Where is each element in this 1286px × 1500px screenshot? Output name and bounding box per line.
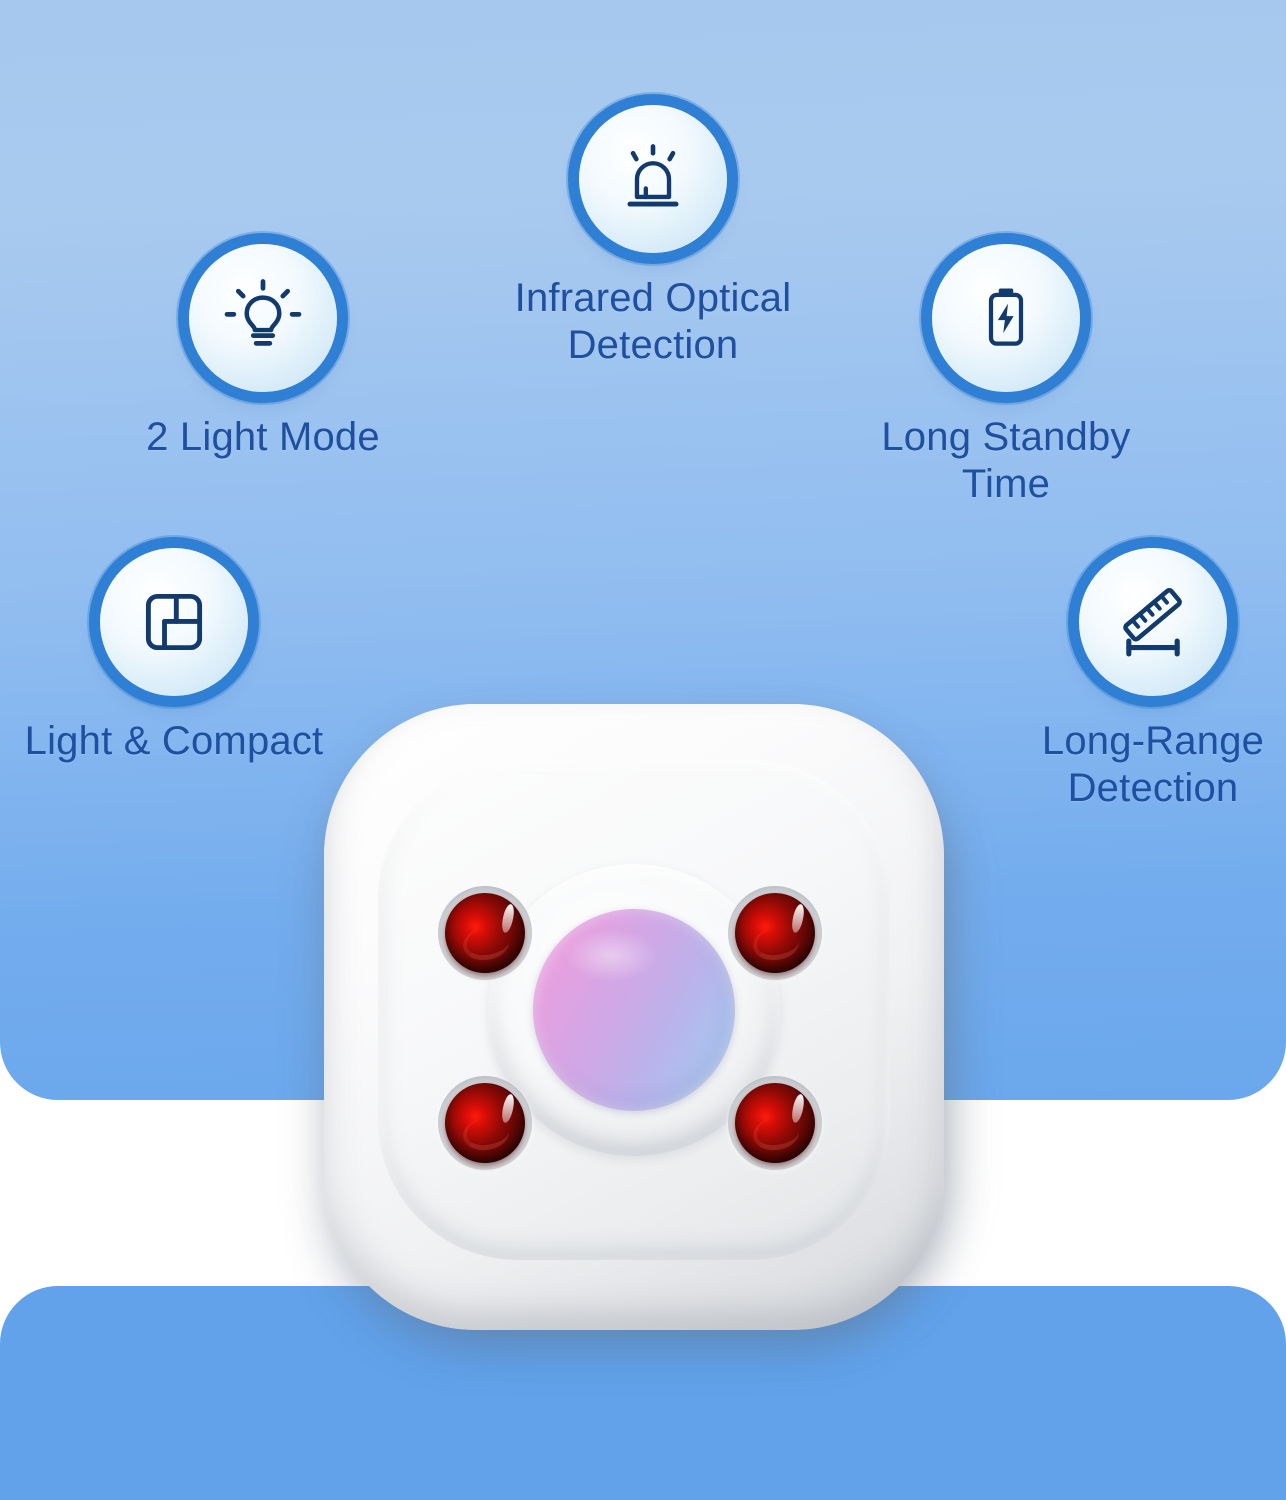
feature-label: Long-Range Detection: [1041, 719, 1265, 811]
led-dome: [445, 893, 525, 973]
siren-alarm-icon: [579, 105, 727, 253]
feature-light-mode: 2 Light Mode: [128, 244, 398, 461]
feature-infrared-optical-detection: Infrared Optical Detection: [468, 105, 838, 369]
device-body: [324, 704, 944, 1330]
optical-lens: [533, 909, 735, 1111]
feature-label: Infrared Optical Detection: [514, 276, 792, 368]
lightbulb-icon: [189, 244, 337, 392]
feature-light-and-compact: Light & Compact: [0, 548, 360, 765]
ir-led-bottom-right: [728, 1076, 822, 1170]
ruler-measure-icon: [1079, 548, 1227, 696]
feature-long-standby-time: Long Standby Time: [860, 244, 1152, 508]
feature-label: Long Standby Time: [881, 415, 1131, 507]
feature-long-range-detection: Long-Range Detection: [1022, 548, 1284, 812]
ir-led-top-right: [728, 886, 822, 980]
battery-charging-icon: [932, 244, 1080, 392]
led-dome: [735, 1083, 815, 1163]
ir-led-bottom-left: [438, 1076, 532, 1170]
led-dome: [735, 893, 815, 973]
ir-led-top-left: [438, 886, 532, 980]
led-dome: [445, 1083, 525, 1163]
feature-label: 2 Light Mode: [146, 415, 380, 459]
feature-label: Light & Compact: [24, 719, 324, 763]
grid-quadrant-icon: [100, 548, 248, 696]
infrared-detector-device: [316, 696, 970, 1356]
